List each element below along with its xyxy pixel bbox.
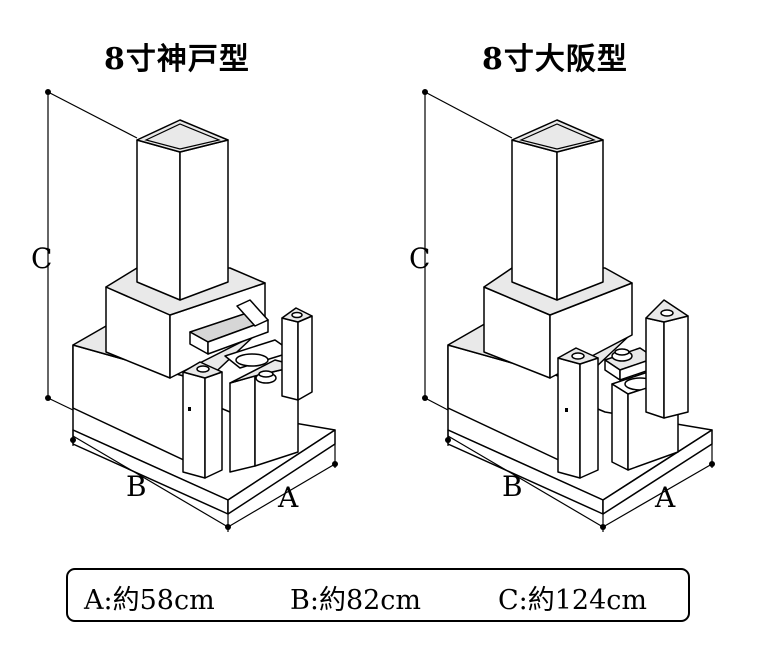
dimension-line-a — [227, 463, 336, 528]
label-b-left: B — [126, 470, 147, 503]
label-c-right: C — [409, 242, 430, 275]
dimension-line-a — [602, 463, 713, 528]
gravestone-osaka-type — [422, 89, 715, 532]
dimension-spec-box — [66, 568, 690, 622]
title-osaka-type: 8寸大阪型 — [482, 42, 628, 77]
label-b-right: B — [502, 470, 523, 503]
diagrams-canvas: C B A — [31, 89, 715, 532]
label-c-left: C — [31, 242, 52, 275]
back-right-post — [281, 317, 299, 401]
title-kobe-type: 8寸神戸型 — [104, 42, 250, 77]
left-post — [557, 357, 581, 479]
dimension-line-b — [72, 435, 229, 528]
label-a-left: A — [277, 481, 299, 514]
main-pillar — [136, 139, 181, 301]
spec-c: C:約124cm — [498, 585, 648, 616]
dimension-line-b — [447, 435, 604, 528]
back-right-post — [645, 317, 665, 419]
flower-vase — [229, 375, 256, 473]
spec-b: B:約82cm — [290, 585, 422, 616]
spec-a: A:約58cm — [84, 585, 215, 616]
left-post — [182, 371, 206, 479]
gravestone-kobe-type — [45, 89, 338, 532]
label-a-right: A — [654, 481, 676, 514]
main-pillar — [511, 139, 558, 301]
